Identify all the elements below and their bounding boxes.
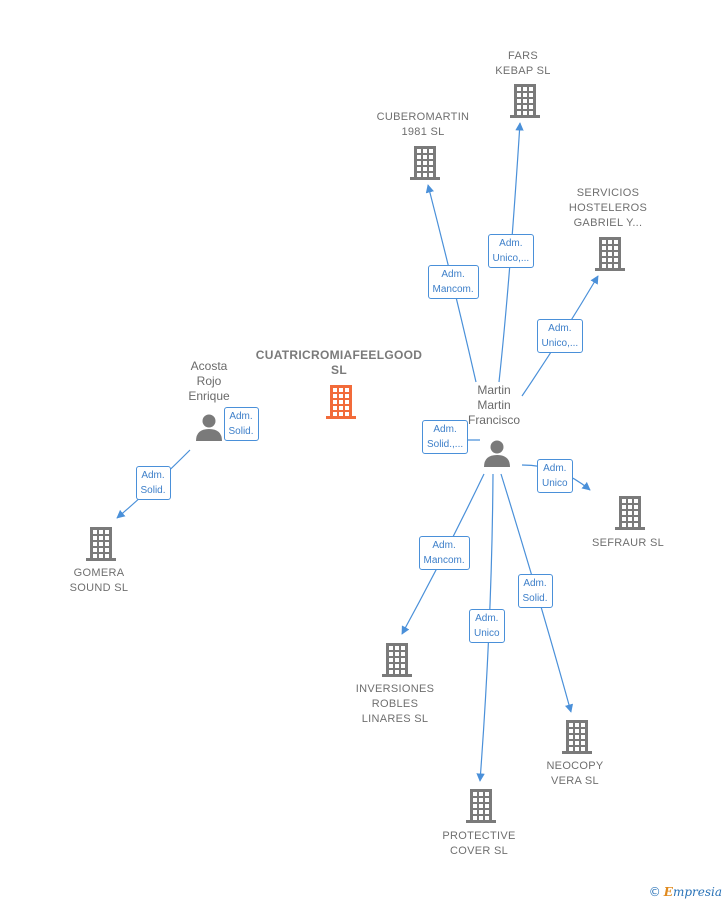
node-label-protective[interactable]: PROTECTIVE COVER SL xyxy=(442,830,516,857)
building-icon-cuberomartin[interactable] xyxy=(410,146,440,180)
brand-initial: E xyxy=(663,885,673,899)
person-icon-martin[interactable] xyxy=(484,440,510,468)
node-label-gomera[interactable]: GOMERA SOUND SL xyxy=(69,567,129,594)
node-label-sefraur[interactable]: SEFRAUR SL xyxy=(591,537,665,549)
building-icon-neocopy[interactable] xyxy=(562,720,592,754)
role-label-martin-neocopy[interactable]: Adm. Solid. xyxy=(517,574,553,608)
building-icon-servicios[interactable] xyxy=(595,237,625,271)
building-icon-focus[interactable] xyxy=(326,385,356,419)
role-label-acosta-gomera[interactable]: Adm. Solid. xyxy=(135,466,171,500)
node-label-servicios[interactable]: SERVICIOS HOSTELEROS GABRIEL Y... xyxy=(568,187,648,229)
role-label-martin-cuberomartin[interactable]: Adm. Mancom. xyxy=(427,265,479,299)
role-label-martin-inversiones[interactable]: Adm. Mancom. xyxy=(418,536,470,570)
role-label-martin-sefraur[interactable]: Adm. Unico xyxy=(537,459,573,493)
building-icon-inversiones[interactable] xyxy=(382,643,412,677)
node-label-neocopy[interactable]: NEOCOPY VERA SL xyxy=(546,760,604,787)
node-label-acosta[interactable]: Acosta Rojo Enrique xyxy=(188,359,230,403)
role-label-martin-focus[interactable]: Adm. Solid.,... xyxy=(422,420,469,454)
role-label-martin-protective[interactable]: Adm. Unico xyxy=(469,609,505,643)
node-label-martin[interactable]: Martin Martin Francisco xyxy=(467,383,520,427)
role-label-martin-servicios[interactable]: Adm. Unico,... xyxy=(536,319,584,353)
node-label-inversiones[interactable]: INVERSIONES ROBLES LINARES SL xyxy=(355,683,435,725)
copyright-icon: © xyxy=(648,885,661,899)
node-label-focus[interactable]: CUATRICROMIAFEELGOOD SL xyxy=(255,348,423,377)
node-label-cuberomartin[interactable]: CUBEROMARTIN 1981 SL xyxy=(376,111,470,138)
brand-name: mpresia xyxy=(672,885,722,899)
node-label-fars[interactable]: FARS KEBAP SL xyxy=(495,50,551,77)
building-icon-sefraur[interactable] xyxy=(615,496,645,530)
building-icon-protective[interactable] xyxy=(466,789,496,823)
role-label-martin-fars[interactable]: Adm. Unico,... xyxy=(487,234,535,268)
brand-footer: ©Empresia xyxy=(649,885,722,899)
building-icon-gomera[interactable] xyxy=(86,527,116,561)
role-label-acosta-focus[interactable]: Adm. Solid. xyxy=(223,407,259,441)
person-icon-acosta[interactable] xyxy=(196,414,222,442)
building-icon-fars[interactable] xyxy=(510,84,540,118)
